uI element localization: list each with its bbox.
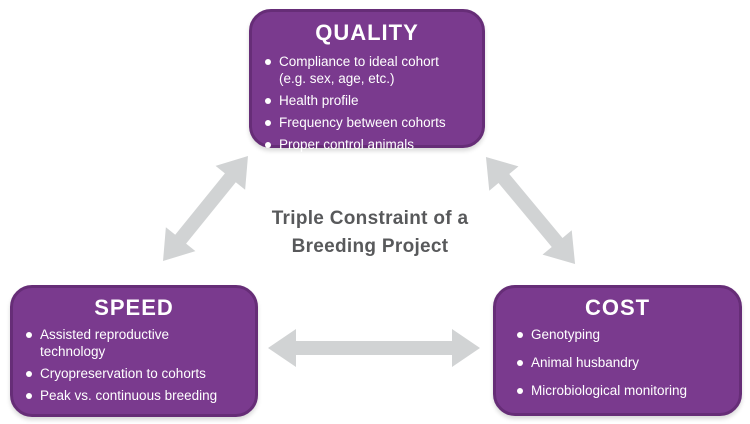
bullet-text: Compliance to ideal cohort (e.g. sex, ag…: [279, 54, 439, 86]
bullet-dot-icon: [517, 360, 523, 366]
bullet-text: Peak vs. continuous breeding: [40, 388, 218, 403]
bullet-item: Compliance to ideal cohort (e.g. sex, ag…: [265, 53, 474, 87]
bullet-dot-icon: [265, 98, 271, 104]
diagram-title: Triple Constraint of a Breeding Project: [225, 205, 515, 261]
bullet-item: Frequency between cohorts: [265, 114, 474, 131]
cost-bullet-list: Genotyping Animal husbandry Microbiologi…: [496, 326, 739, 399]
bullet-dot-icon: [265, 142, 271, 148]
speed-title: SPEED: [94, 295, 174, 320]
bullet-item: Assisted reproductive technology: [26, 326, 247, 360]
bullet-text: Cryopreservation to cohorts: [40, 366, 206, 381]
bullet-dot-icon: [26, 332, 32, 338]
arrow-quality-speed: [163, 156, 248, 261]
bullet-item: Animal husbandry: [509, 354, 731, 371]
diagram-title-line2: Breeding Project: [291, 236, 449, 257]
bullet-text: Microbiological monitoring: [531, 383, 688, 398]
bullet-text: Proper control animals: [279, 137, 415, 152]
speed-bullet-list: Assisted reproductive technology Cryopre…: [13, 326, 255, 404]
bullet-text: Genotyping: [531, 327, 601, 342]
bullet-text: Health profile: [279, 93, 359, 108]
speed-box: SPEED Assisted reproductive technology C…: [10, 285, 258, 417]
quality-bullet-list: Compliance to ideal cohort (e.g. sex, ag…: [252, 53, 482, 153]
bullet-dot-icon: [265, 120, 271, 126]
bullet-text: Frequency between cohorts: [279, 115, 446, 130]
diagram-title-line1: Triple Constraint of a: [271, 208, 469, 229]
cost-title: COST: [584, 295, 651, 320]
bullet-dot-icon: [517, 388, 523, 394]
bullet-dot-icon: [26, 393, 32, 399]
cost-box: COST Genotyping Animal husbandry Microbi…: [493, 285, 742, 416]
bullet-item: Genotyping: [509, 326, 731, 343]
bullet-dot-icon: [265, 59, 271, 65]
bullet-item: Peak vs. continuous breeding: [26, 387, 247, 404]
bullet-text: Animal husbandry: [531, 355, 640, 370]
bullet-text: Assisted reproductive technology: [40, 327, 170, 359]
bullet-item: Health profile: [265, 92, 474, 109]
arrow-quality-cost: [485, 157, 576, 264]
arrow-speed-cost: [268, 329, 480, 367]
quality-title: QUALITY: [315, 20, 419, 45]
bullet-item: Cryopreservation to cohorts: [26, 365, 247, 382]
bullet-item: Microbiological monitoring: [509, 382, 731, 399]
quality-box: QUALITY Compliance to ideal cohort (e.g.…: [249, 9, 485, 152]
bullet-dot-icon: [517, 332, 523, 338]
bullet-item: Proper control animals: [265, 136, 474, 153]
bullet-dot-icon: [26, 371, 32, 377]
